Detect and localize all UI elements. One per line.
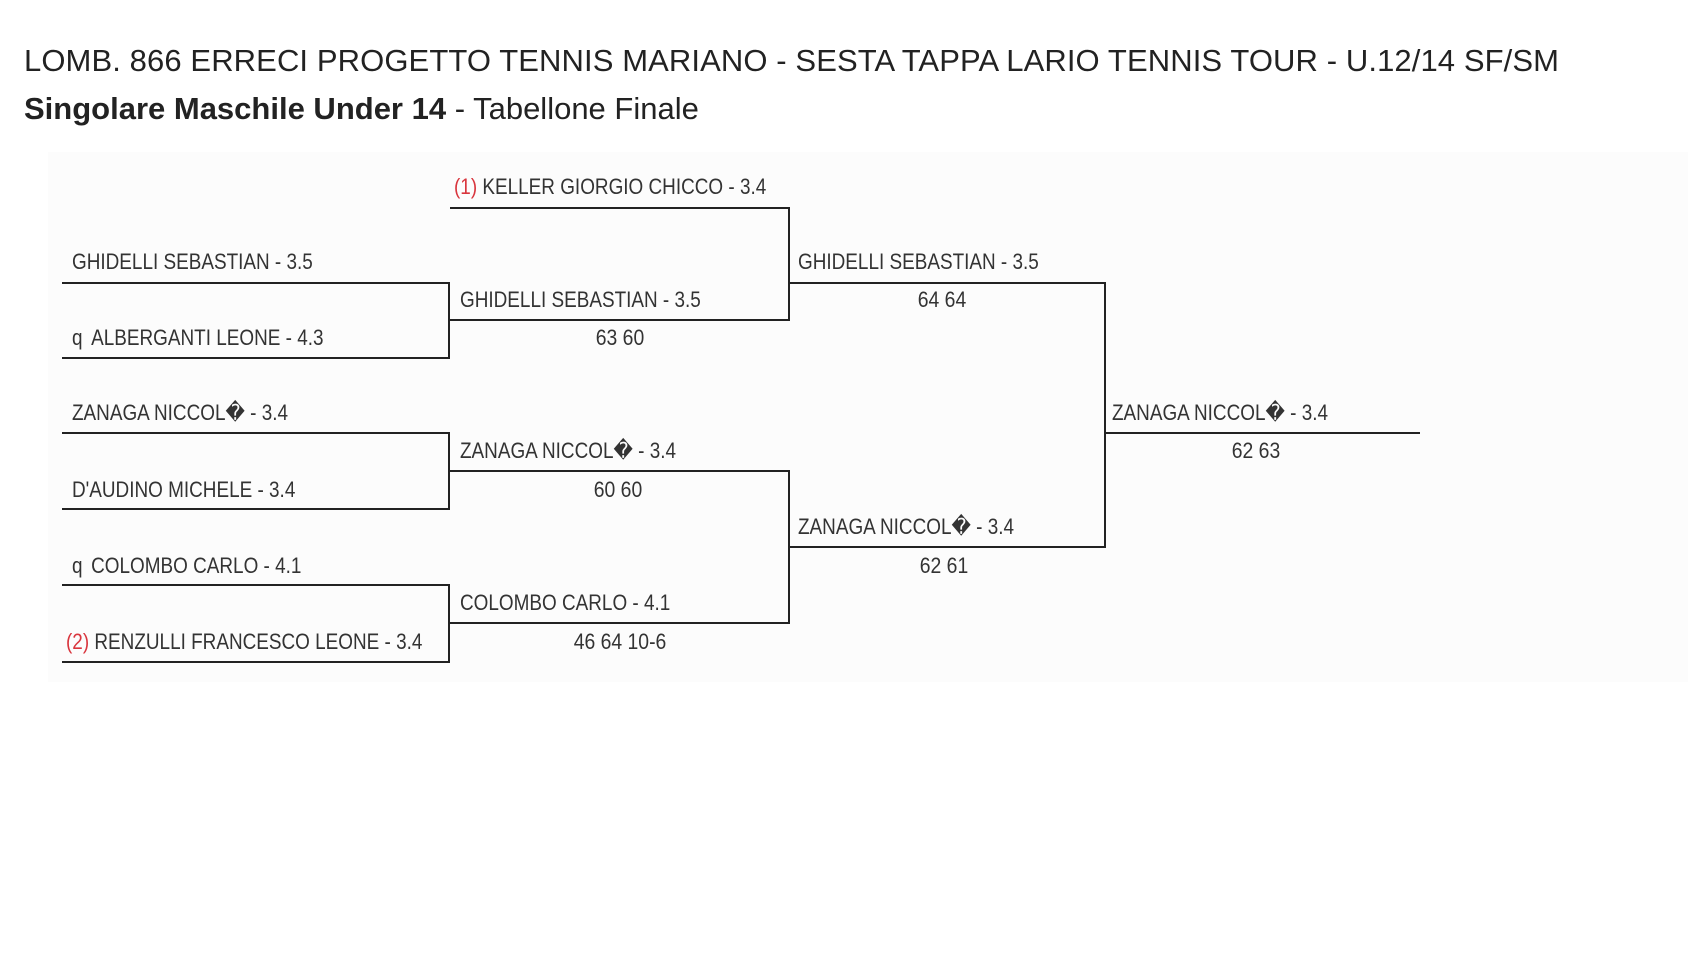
r2-score-w1: 63 60 [595, 325, 645, 350]
r1-line-p2 [62, 357, 450, 359]
r1-connector-1 [448, 282, 450, 359]
player-name: ZANAGA NICCOL� - 3.4 [1112, 400, 1329, 425]
bracket-panel [48, 152, 1688, 682]
r2-line-bye [450, 207, 790, 209]
r1-connector-2 [448, 432, 450, 510]
r1-player-5: q COLOMBO CARLO - 4.1 [72, 553, 301, 579]
r1-player-2: q ALBERGANTI LEONE - 4.3 [72, 325, 324, 351]
r1-line-p1 [62, 282, 450, 284]
final-score: 62 63 [1231, 438, 1281, 463]
r2-score-w3: 46 64 10-6 [573, 629, 667, 654]
sf-line-1 [790, 282, 1106, 284]
qualifier-mark: q [72, 553, 83, 578]
player-name: COLOMBO CARLO - 4.1 [91, 553, 302, 578]
tournament-title: LOMB. 866 ERRECI PROGETTO TENNIS MARIANO… [24, 43, 1560, 78]
r2-player-w2: ZANAGA NICCOL� - 3.4 [460, 438, 676, 464]
qualifier-mark: q [72, 325, 83, 350]
r1-player-1: GHIDELLI SEBASTIAN - 3.5 [72, 249, 313, 275]
seed-label: (1) [454, 174, 478, 199]
final-line [1106, 432, 1420, 434]
r2-connector-2 [788, 470, 790, 624]
player-name: RENZULLI FRANCESCO LEONE - 3.4 [94, 629, 423, 654]
player-name: KELLER GIORGIO CHICCO - 3.4 [482, 174, 767, 199]
r1-line-p3 [62, 432, 450, 434]
player-name: COLOMBO CARLO - 4.1 [460, 590, 671, 615]
r2-player-w1: GHIDELLI SEBASTIAN - 3.5 [460, 287, 701, 313]
r1-connector-3 [448, 584, 450, 663]
player-name: ZANAGA NICCOL� - 3.4 [72, 400, 289, 425]
event-name: Singolare Maschile Under 14 [24, 91, 447, 126]
sf-line-2 [790, 546, 1106, 548]
final-winner: ZANAGA NICCOL� - 3.4 [1112, 400, 1328, 426]
r2-score-w2: 60 60 [593, 477, 643, 502]
r1-line-p4 [62, 508, 450, 510]
player-name: GHIDELLI SEBASTIAN - 3.5 [460, 287, 701, 312]
seed-label: (2) [66, 629, 90, 654]
r2-line-w3 [450, 622, 790, 624]
r2-player-bye: (1) KELLER GIORGIO CHICCO - 3.4 [454, 174, 766, 200]
player-name: GHIDELLI SEBASTIAN - 3.5 [798, 249, 1039, 274]
sf-connector [1104, 282, 1106, 548]
r1-player-4: D'AUDINO MICHELE - 3.4 [72, 477, 295, 503]
event-title: Singolare Maschile Under 14 - Tabellone … [24, 86, 1684, 132]
sf-player-1: GHIDELLI SEBASTIAN - 3.5 [798, 249, 1039, 275]
r1-player-3: ZANAGA NICCOL� - 3.4 [72, 400, 288, 426]
r2-line-w2 [450, 470, 790, 472]
r1-player-6: (2) RENZULLI FRANCESCO LEONE - 3.4 [66, 629, 422, 655]
sf-score-2: 62 61 [919, 553, 969, 578]
page-header: LOMB. 866 ERRECI PROGETTO TENNIS MARIANO… [24, 38, 1684, 132]
player-name: ZANAGA NICCOL� - 3.4 [460, 438, 677, 463]
player-name: GHIDELLI SEBASTIAN - 3.5 [72, 249, 313, 274]
player-name: D'AUDINO MICHELE - 3.4 [72, 477, 296, 502]
event-suffix: - Tabellone Finale [446, 91, 699, 126]
sf-player-2: ZANAGA NICCOL� - 3.4 [798, 514, 1014, 540]
sf-score-1: 64 64 [917, 287, 967, 312]
r1-line-p5 [62, 584, 450, 586]
player-name: ALBERGANTI LEONE - 4.3 [91, 325, 324, 350]
player-name: ZANAGA NICCOL� - 3.4 [798, 514, 1015, 539]
r1-line-p6 [62, 661, 450, 663]
r2-connector-1 [788, 207, 790, 321]
r2-line-w1 [450, 319, 790, 321]
r2-player-w3: COLOMBO CARLO - 4.1 [460, 590, 670, 616]
